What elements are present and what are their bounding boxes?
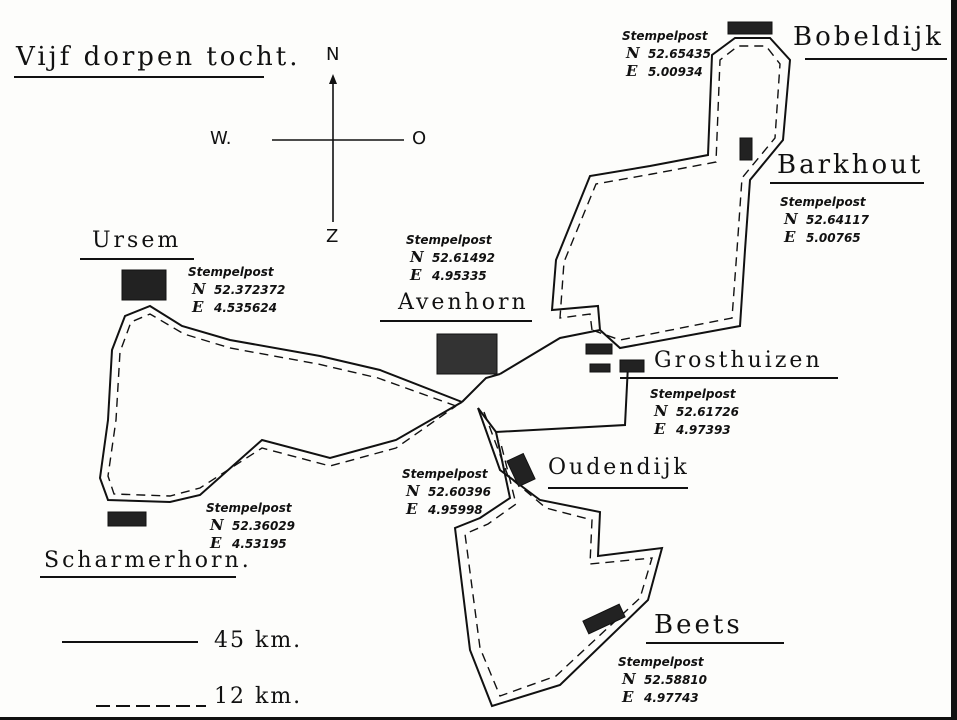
compass-south-label: Z (326, 226, 339, 247)
grosthuizen-block-2 (619, 359, 645, 373)
compass-arrow-icon (329, 74, 337, 84)
bottom-border (0, 717, 957, 720)
south-loop-dashed (464, 411, 653, 697)
grosthuizen-link (477, 364, 629, 434)
avenhorn-underline (380, 320, 532, 322)
schermerhorn-label: Scharmerhorn. (44, 548, 252, 573)
beets-underline (646, 642, 784, 644)
bobeldijk-underline (805, 58, 947, 60)
grosthuizen-block-3 (589, 363, 611, 373)
compass-east-label: O (412, 128, 427, 149)
north-loop-solid (550, 37, 792, 350)
schermerhorn-block (107, 511, 147, 527)
oudendijk-block (506, 452, 536, 488)
ursem-block (121, 269, 167, 301)
beets-label: Beets (654, 610, 743, 640)
legend-solid-label: 45 km. (214, 628, 303, 653)
barkhout-underline (770, 182, 924, 184)
south-loop-solid (453, 407, 664, 708)
right-border (951, 0, 957, 720)
stempelpost-title: Stempelpost (188, 265, 274, 279)
stempelpost-title: Stempelpost (618, 655, 704, 669)
stempelpost-title: Stempelpost (402, 467, 488, 481)
avenhorn-block (436, 333, 498, 375)
beets-block (582, 603, 626, 635)
map-title: Vijf dorpen tocht. (16, 42, 301, 72)
compass-west-label: W. (210, 128, 232, 149)
compass-north-label: N (326, 44, 340, 65)
bobeldijk-label: Bobeldijk (793, 22, 944, 52)
stempelpost-title: Stempelpost (206, 501, 292, 515)
stempelpost-title: Stempelpost (650, 387, 736, 401)
avenhorn-label: Avenhorn (398, 290, 529, 315)
title-underline (14, 76, 264, 78)
oudendijk-label: Oudendijk (548, 455, 690, 480)
grosthuizen-label: Grosthuizen (654, 348, 823, 373)
barkhout-block (739, 137, 753, 161)
avenhorn-link (461, 373, 501, 403)
stempelpost-title: Stempelpost (406, 233, 492, 247)
west-loop-dashed (107, 313, 457, 497)
oudendijk-underline (548, 487, 688, 489)
ursem-underline (80, 258, 194, 260)
west-loop-solid (98, 304, 463, 504)
stempelpost-title: Stempelpost (622, 29, 708, 43)
grosthuizen-block-1 (585, 343, 613, 355)
north-loop-dashed (559, 45, 781, 341)
ursem-label: Ursem (92, 228, 182, 253)
schermerhorn-underline (40, 576, 236, 578)
avenhorn-grosthuizen-link (499, 329, 601, 375)
barkhout-label: Barkhout (777, 150, 924, 180)
grosthuizen-underline (620, 377, 838, 379)
stempelpost-title: Stempelpost (780, 195, 866, 209)
legend-dashed-label: 12 km. (214, 684, 303, 709)
bobeldijk-block (727, 21, 773, 35)
